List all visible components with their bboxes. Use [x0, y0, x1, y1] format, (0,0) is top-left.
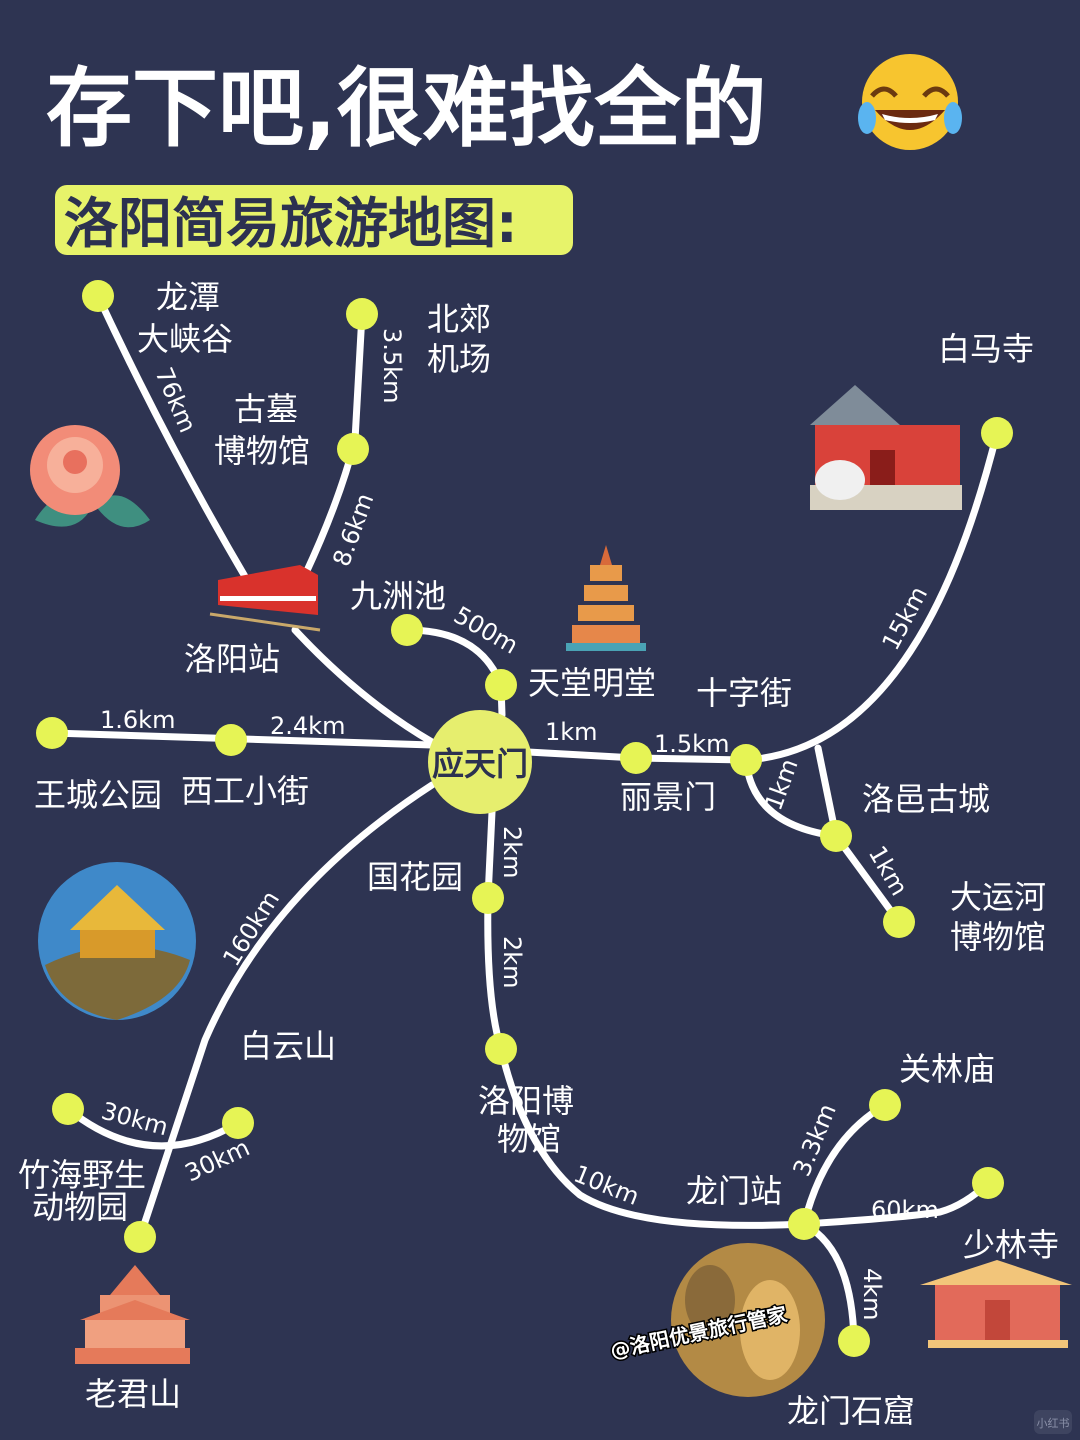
corner-logo: 小红书 [1037, 1417, 1070, 1430]
node-baiyunshan[interactable] [222, 1107, 254, 1139]
label-shizijie: 十字街 [696, 674, 792, 712]
node-tiantang[interactable] [485, 669, 517, 701]
dist-wangcheng: 1.6km [100, 706, 175, 734]
subtitle-banner [55, 185, 573, 255]
label-dayunhe-2: 博物馆 [950, 918, 1046, 956]
label-xigong: 西工小街 [181, 772, 309, 810]
baiyunshan-photo [38, 862, 196, 1020]
label-zhuhai-2: 动物园 [32, 1188, 128, 1226]
label-longtan-2: 大峡谷 [137, 320, 233, 358]
label-luoyi: 洛邑古城 [862, 780, 990, 818]
label-baimasi: 白马寺 [938, 330, 1034, 368]
label-guohuayuan: 国花园 [367, 858, 463, 896]
node-museum[interactable] [485, 1033, 517, 1065]
dist-luoyi: 1km [759, 755, 803, 814]
node-laojunshan[interactable] [124, 1221, 156, 1253]
line-zhuhai [64, 1105, 242, 1150]
pagoda-icon [566, 545, 646, 651]
node-longtan[interactable] [82, 280, 114, 312]
label-wangcheng: 王城公园 [34, 776, 162, 814]
dist-beijiao: 3.5km [378, 328, 406, 403]
dist-xigong: 2.4km [270, 712, 345, 740]
dist-museum: 2km [498, 936, 526, 989]
node-beijiao[interactable] [346, 298, 378, 330]
label-laojunshan: 老君山 [85, 1375, 181, 1413]
node-shaolin[interactable] [972, 1167, 1004, 1199]
node-xigong[interactable] [215, 724, 247, 756]
label-longtan-1: 龙潭 [156, 278, 220, 316]
label-jiuzhouchi: 九洲池 [350, 577, 446, 615]
node-jiuzhouchi[interactable] [391, 614, 423, 646]
node-guohuayuan[interactable] [472, 882, 504, 914]
dist-guanlin: 3.3km [788, 1100, 842, 1180]
label-beijiao-1: 北郊 [427, 300, 491, 338]
label-grottoes: 龙门石窟 [787, 1392, 915, 1430]
line-laojunshan [136, 781, 436, 1241]
line-south [484, 808, 992, 1229]
dist-baimasi: 15km [877, 582, 934, 655]
node-zhuhai[interactable] [52, 1093, 84, 1125]
face-with-tears-of-joy-icon [858, 54, 962, 150]
longmen-grottoes-photo [671, 1243, 825, 1397]
label-zhuhai-1: 竹海野生 [18, 1156, 146, 1194]
node-longmen-station[interactable] [788, 1208, 820, 1240]
dist-shaolin: 60km [871, 1196, 939, 1224]
node-lijingmen[interactable] [620, 742, 652, 774]
peony-illustration [30, 425, 150, 528]
node-dayunhe[interactable] [883, 906, 915, 938]
line-longtan [94, 292, 254, 589]
dist-guohuayuan: 2km [498, 826, 526, 879]
node-guanlin[interactable] [869, 1089, 901, 1121]
label-gumu-1: 古墓 [234, 390, 298, 428]
dist-shizijie: 1.5km [654, 730, 729, 758]
baima-temple-icon [810, 385, 962, 510]
dist-longmen-station: 10km [570, 1160, 643, 1211]
label-guanlin: 关林庙 [899, 1050, 995, 1088]
page-title: 存下吧,很难找全的 [46, 59, 767, 159]
node-baimasi[interactable] [981, 417, 1013, 449]
dist-jiuzhouchi: 500m [449, 601, 523, 660]
center-node-yingtianmen[interactable] [428, 710, 532, 814]
train-icon [209, 565, 321, 632]
label-museum-1: 洛阳博 [478, 1082, 574, 1120]
shaolin-temple-icon [920, 1260, 1072, 1348]
label-luoyang-station: 洛阳站 [184, 640, 280, 678]
subtitle: 洛阳简易旅游地图: [64, 192, 518, 255]
dist-dayunhe: 1km [863, 841, 914, 901]
label-museum-2: 物馆 [497, 1120, 561, 1158]
label-longmen-station: 龙门站 [686, 1172, 782, 1210]
label-baiyunshan: 白云山 [240, 1027, 336, 1065]
label-beijiao-2: 机场 [427, 340, 491, 378]
label-dayunhe-1: 大运河 [950, 878, 1046, 916]
dist-grottoes: 4km [858, 1268, 886, 1321]
label-shaolin: 少林寺 [963, 1226, 1059, 1264]
label-gumu-2: 博物馆 [214, 432, 310, 470]
node-shizijie[interactable] [730, 744, 762, 776]
node-wangcheng[interactable] [36, 717, 68, 749]
dist-lijingmen: 1km [545, 718, 598, 746]
line-baimasi [742, 429, 1001, 764]
label-tiantang: 天堂明堂 [528, 664, 656, 702]
center-label: 应天门 [432, 745, 528, 783]
corner-logo-badge [1034, 1410, 1072, 1434]
label-lijingmen: 丽景门 [620, 778, 716, 816]
node-luoyi[interactable] [820, 820, 852, 852]
node-grottoes[interactable] [838, 1325, 870, 1357]
laojunshan-pavilion-icon [75, 1265, 190, 1364]
dist-longtan: 76km [149, 363, 201, 436]
node-gumu[interactable] [337, 433, 369, 465]
line-station-center [291, 626, 436, 746]
